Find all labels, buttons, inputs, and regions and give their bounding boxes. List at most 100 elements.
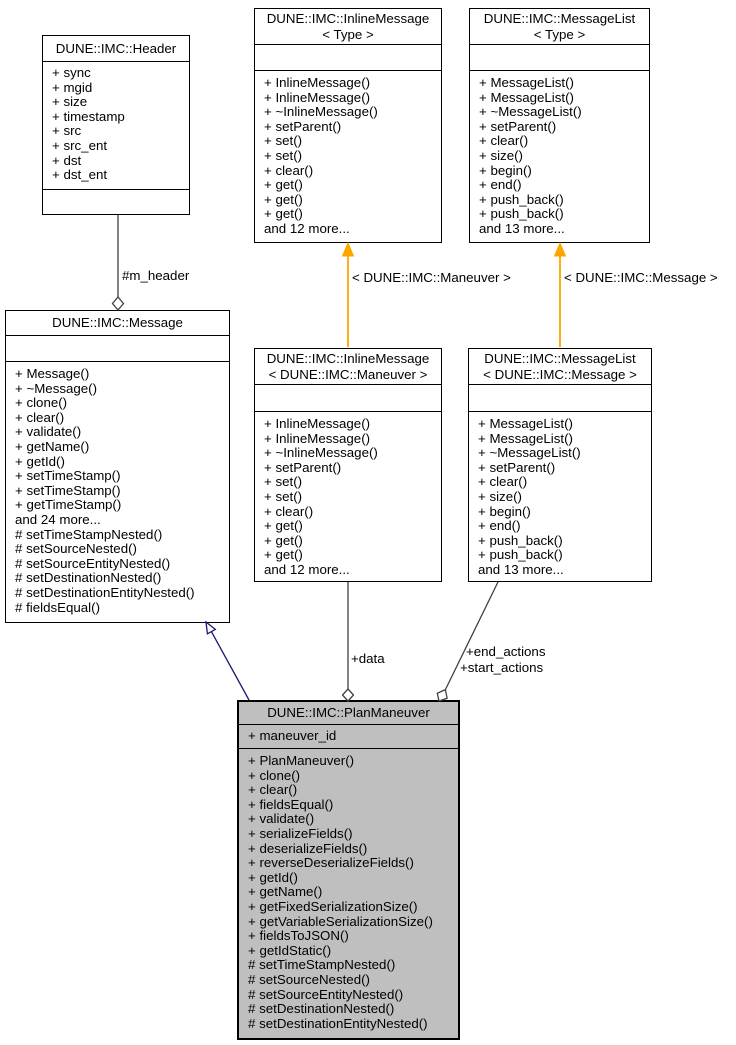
- class-node-message[interactable]: DUNE::IMC::Message + Message()+ ~Message…: [5, 310, 230, 623]
- member-row: + getName(): [248, 884, 323, 900]
- edge-label-inline-template: < DUNE::IMC::Maneuver >: [352, 270, 511, 285]
- class-attributes: + maneuver_id: [239, 725, 458, 749]
- member-row: + ~MessageList(): [479, 104, 582, 120]
- member-row: + validate(): [15, 424, 82, 440]
- class-title-template-param: < DUNE::IMC::Message >: [483, 366, 637, 382]
- member-row: + clear(): [248, 782, 298, 798]
- member-row: + ~Message(): [15, 380, 98, 396]
- member-row: + InlineMessage(): [264, 75, 371, 90]
- class-methods: + MessageList()+ MessageList()+ ~Message…: [469, 412, 651, 581]
- member-row: + getTimeStamp(): [15, 497, 122, 513]
- member-row: # setSourceNested(): [248, 971, 370, 987]
- member-row: + setTimeStamp(): [15, 468, 121, 484]
- member-row: + validate(): [248, 811, 315, 827]
- class-title-text: DUNE::IMC::PlanManeuver: [267, 705, 430, 721]
- class-attributes: [6, 336, 229, 362]
- member-row: + end(): [479, 177, 522, 193]
- member-row: + get(): [264, 206, 303, 222]
- member-row: + mgid: [52, 79, 93, 95]
- class-title-text: DUNE::IMC::Message: [52, 315, 183, 331]
- member-row: + getId(): [15, 453, 65, 469]
- member-row: + InlineMessage(): [264, 430, 371, 446]
- member-row: + get(): [264, 191, 303, 207]
- member-row: + size(): [478, 488, 522, 504]
- member-row: + end(): [478, 518, 521, 534]
- class-methods: + InlineMessage()+ InlineMessage()+ ~Inl…: [255, 412, 441, 581]
- member-row: + clear(): [15, 409, 65, 425]
- member-row: # setSourceEntityNested(): [15, 555, 171, 571]
- edge-label-start-actions: +start_actions: [460, 660, 544, 675]
- class-attributes: [255, 45, 441, 71]
- member-row: + clear(): [264, 503, 314, 519]
- class-methods: + InlineMessage()+ InlineMessage()+ ~Inl…: [255, 71, 441, 242]
- member-row: # setSourceEntityNested(): [248, 986, 404, 1002]
- member-row: + InlineMessage(): [264, 416, 371, 431]
- member-row: + serializeFields(): [248, 825, 353, 841]
- class-title-text: DUNE::IMC::MessageList: [484, 351, 636, 366]
- class-methods: + PlanManeuver()+ clone()+ clear()+ fiel…: [239, 749, 458, 1038]
- member-row: + push_back(): [478, 532, 563, 548]
- edge-label-msglist-template: < DUNE::IMC::Message >: [564, 270, 718, 285]
- member-row: # setSourceNested(): [15, 541, 137, 557]
- member-row: + getName(): [15, 438, 90, 454]
- member-row: # setTimeStampNested(): [248, 957, 396, 973]
- inheritance-arrowhead-icon: [205, 620, 217, 635]
- class-title-template-param: < Type >: [322, 26, 374, 42]
- class-node-plan-maneuver[interactable]: DUNE::IMC::PlanManeuver + maneuver_id + …: [237, 700, 460, 1040]
- member-row: + ~InlineMessage(): [264, 445, 378, 461]
- member-row: + set(): [264, 488, 303, 504]
- member-row: + size: [52, 94, 88, 110]
- member-row: + reverseDeserializeFields(): [248, 855, 414, 871]
- class-title-text: DUNE::IMC::InlineMessage: [266, 351, 430, 366]
- member-row: + size(): [479, 147, 523, 163]
- member-row: + setParent(): [479, 118, 557, 134]
- class-node-inline-message-type[interactable]: DUNE::IMC::InlineMessage < Type > + Inli…: [254, 8, 442, 243]
- member-row: and 24 more...: [15, 511, 101, 527]
- edge-label-data: +data: [351, 651, 385, 666]
- member-row: + PlanManeuver(): [248, 753, 355, 768]
- member-row: # setDestinationNested(): [248, 1001, 395, 1017]
- template-arrowhead-icon: [553, 241, 567, 257]
- member-row: + clear(): [478, 474, 528, 490]
- class-title-template-param: < DUNE::IMC::Maneuver >: [268, 366, 428, 382]
- member-row: + setParent(): [478, 459, 556, 475]
- member-row: + push_back(): [478, 547, 563, 563]
- member-row: + deserializeFields(): [248, 840, 368, 856]
- member-row: + Message(): [15, 366, 90, 381]
- class-title-text: DUNE::IMC::InlineMessage: [266, 11, 430, 26]
- class-node-inline-message-maneuver[interactable]: DUNE::IMC::InlineMessage < DUNE::IMC::Ma…: [254, 348, 442, 582]
- member-row: + begin(): [478, 503, 531, 519]
- member-row: + MessageList(): [478, 416, 573, 431]
- member-row: # fieldsEqual(): [15, 599, 100, 615]
- class-methods: + Message()+ ~Message()+ clone()+ clear(…: [6, 362, 229, 622]
- edge-label-m-header: #m_header: [122, 268, 190, 283]
- member-row: + InlineMessage(): [264, 89, 371, 105]
- member-row: + get(): [264, 518, 303, 534]
- member-row: + timestamp: [52, 108, 125, 124]
- member-row: + get(): [264, 532, 303, 548]
- class-title: DUNE::IMC::MessageList < DUNE::IMC::Mess…: [469, 349, 651, 385]
- member-row: + getVariableSerializationSize(): [248, 913, 433, 929]
- member-row: + clear(): [264, 162, 314, 178]
- class-node-message-list-message[interactable]: DUNE::IMC::MessageList < DUNE::IMC::Mess…: [468, 348, 652, 582]
- member-row: and 12 more...: [264, 561, 350, 577]
- member-row: + src: [52, 123, 82, 139]
- member-row: + clear(): [479, 133, 529, 149]
- class-node-header[interactable]: DUNE::IMC::Header + sync+ mgid+ size+ ti…: [42, 35, 190, 215]
- member-row: + set(): [264, 147, 303, 163]
- member-row: + push_back(): [479, 191, 564, 207]
- class-attributes: [470, 45, 649, 71]
- member-row: + setTimeStamp(): [15, 482, 121, 498]
- member-row: + set(): [264, 133, 303, 149]
- member-row: + clone(): [248, 767, 301, 783]
- member-row: + dst_ent: [52, 167, 108, 183]
- class-methods: + MessageList()+ MessageList()+ ~Message…: [470, 71, 649, 242]
- member-row: + sync: [52, 65, 91, 80]
- member-row: # setTimeStampNested(): [15, 526, 163, 542]
- class-title-template-param: < Type >: [533, 26, 586, 42]
- class-attributes: [255, 385, 441, 412]
- member-row: + getId(): [248, 869, 298, 885]
- class-node-message-list-type[interactable]: DUNE::IMC::MessageList < Type > + Messag…: [469, 8, 650, 243]
- class-title-text: DUNE::IMC::MessageList: [483, 11, 636, 26]
